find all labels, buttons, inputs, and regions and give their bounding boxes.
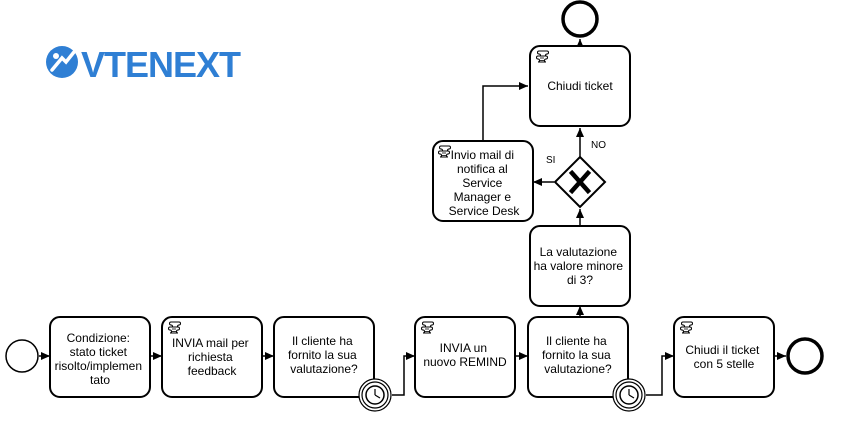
- timer-icon[interactable]: [358, 378, 392, 412]
- flow-timer2-to-close5: [646, 352, 674, 396]
- task-close-ticket-label: Chiudi ticket: [547, 79, 613, 93]
- task-rating-below-3[interactable]: La valutazione ha valore minore di 3?: [529, 225, 631, 307]
- task-notify-mail[interactable]: Invio mail di notifica al Service Manage…: [432, 140, 534, 222]
- gateway-label-no: NO: [591, 140, 606, 151]
- start-event[interactable]: [5, 339, 39, 373]
- task-send-remind[interactable]: INVIA un nuovo REMIND: [414, 316, 516, 398]
- end-event-top[interactable]: [561, 0, 599, 38]
- task-check-rating-2[interactable]: Il cliente ha fornito la sua valutazione…: [527, 316, 629, 398]
- task-condition[interactable]: Condizione: stato ticket risolto/impleme…: [49, 316, 151, 398]
- task-check-rating-2-label: Il cliente ha fornito la sua valutazione…: [542, 334, 614, 376]
- task-check-rating-1-label: Il cliente ha fornito la sua valutazione…: [288, 334, 360, 376]
- timer-icon[interactable]: [612, 378, 646, 412]
- task-send-feedback[interactable]: INVIA mail per richiesta feedback: [161, 316, 263, 398]
- gateway-x-icon: [568, 169, 592, 195]
- task-check-rating-1[interactable]: Il cliente ha fornito la sua valutazione…: [273, 316, 375, 398]
- flow-notify-to-close: [482, 82, 528, 141]
- task-close-5-stars[interactable]: Chiudi il ticket con 5 stelle: [673, 316, 775, 398]
- task-rating-below-3-label: La valutazione ha valore minore di 3?: [534, 245, 627, 287]
- task-close-ticket[interactable]: Chiudi ticket: [529, 45, 631, 127]
- logo-text: VTENEXT: [81, 44, 241, 85]
- vtenext-logo: VTENEXT: [46, 44, 242, 85]
- task-send-feedback-label: INVIA mail per richiesta feedback: [172, 336, 252, 378]
- flow-timer1-to-remind: [392, 352, 415, 396]
- sequence-flows: [39, 39, 786, 396]
- gateway-label-yes: SI: [546, 155, 555, 166]
- task-condition-label: Condizione: stato ticket risolto/impleme…: [55, 331, 146, 387]
- task-close-5-stars-label: Chiudi il ticket con 5 stelle: [685, 343, 762, 371]
- task-notify-mail-label: Invio mail di notifica al Service Manage…: [449, 148, 521, 218]
- exclusive-gateway[interactable]: [553, 155, 607, 209]
- task-send-remind-label: INVIA un nuovo REMIND: [423, 341, 507, 369]
- end-event-bottom[interactable]: [786, 337, 824, 375]
